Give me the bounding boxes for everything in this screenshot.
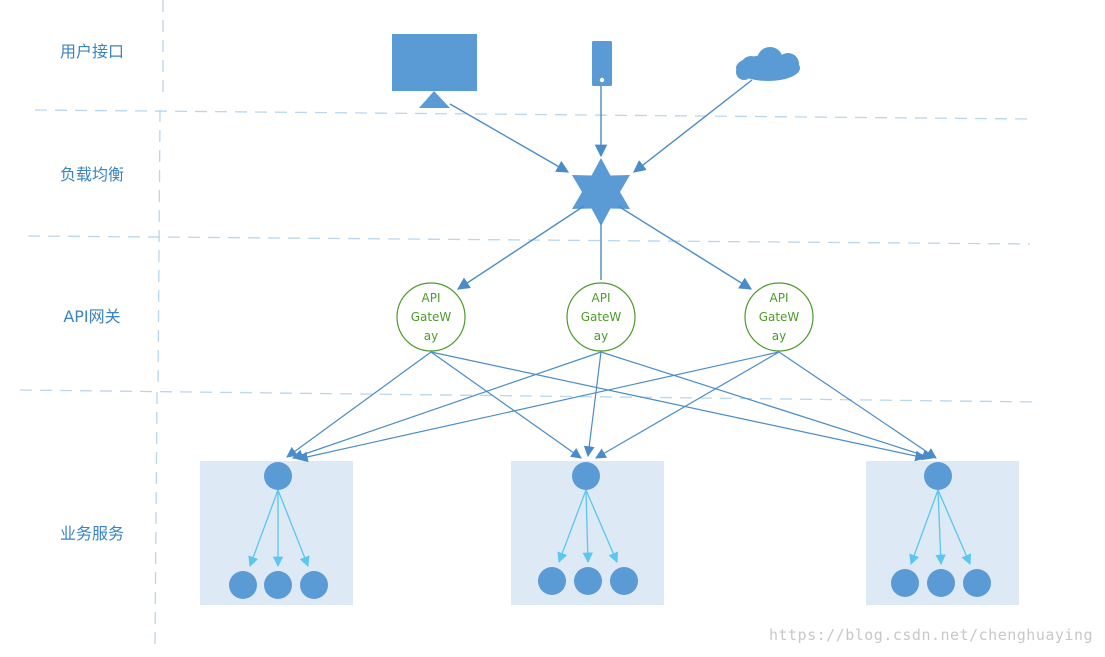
mobile-phone-icon	[592, 41, 612, 86]
service-child-node	[891, 569, 919, 597]
service-root-node	[264, 462, 292, 490]
service-tree	[891, 462, 991, 597]
service-child-node	[927, 569, 955, 597]
service-child-node	[963, 569, 991, 597]
vertical-divider	[154, 391, 158, 646]
svg-text:GateW: GateW	[759, 310, 800, 324]
gateway-node: API GateW ay	[744, 282, 814, 352]
service-tree	[538, 462, 638, 595]
horizontal-divider	[34, 109, 1031, 120]
cloud-icon	[736, 47, 800, 81]
svg-text:API: API	[770, 291, 789, 305]
vertical-divider	[157, 109, 161, 391]
layer-label-load-balancing: 负载均衡	[60, 165, 124, 184]
lb-arrows	[456, 205, 753, 290]
gateway-arrows	[286, 351, 937, 463]
layer-label-api-gateway: API网关	[63, 307, 120, 326]
svg-text:ay: ay	[772, 329, 786, 343]
service-child-node	[264, 571, 292, 599]
svg-text:API: API	[422, 291, 441, 305]
service-child-node	[538, 567, 566, 595]
service-child-node	[610, 567, 638, 595]
svg-text:ay: ay	[424, 329, 438, 343]
service-tree	[229, 462, 328, 599]
horizontal-divider	[27, 235, 1031, 245]
service-child-node	[574, 567, 602, 595]
monitor-icon	[392, 34, 477, 108]
svg-text:GateW: GateW	[411, 310, 452, 324]
svg-text:API: API	[592, 291, 611, 305]
layer-label-user-interface: 用户接口	[60, 42, 124, 61]
svg-text:ay: ay	[594, 329, 608, 343]
service-child-node	[229, 571, 257, 599]
layer-dividers	[19, 0, 1041, 646]
client-arrows	[449, 79, 753, 173]
service-root-node	[572, 462, 600, 490]
watermark-url: https://blog.csdn.net/chenghuaying	[768, 626, 1093, 644]
gateway-node: API GateW ay	[396, 282, 466, 352]
svg-text:GateW: GateW	[581, 310, 622, 324]
layer-label-business-services: 业务服务	[60, 524, 124, 543]
gateway-node: API GateW ay	[566, 282, 636, 352]
service-child-node	[300, 571, 328, 599]
horizontal-divider	[19, 389, 1041, 403]
star-icon	[572, 158, 630, 226]
service-root-node	[924, 462, 952, 490]
